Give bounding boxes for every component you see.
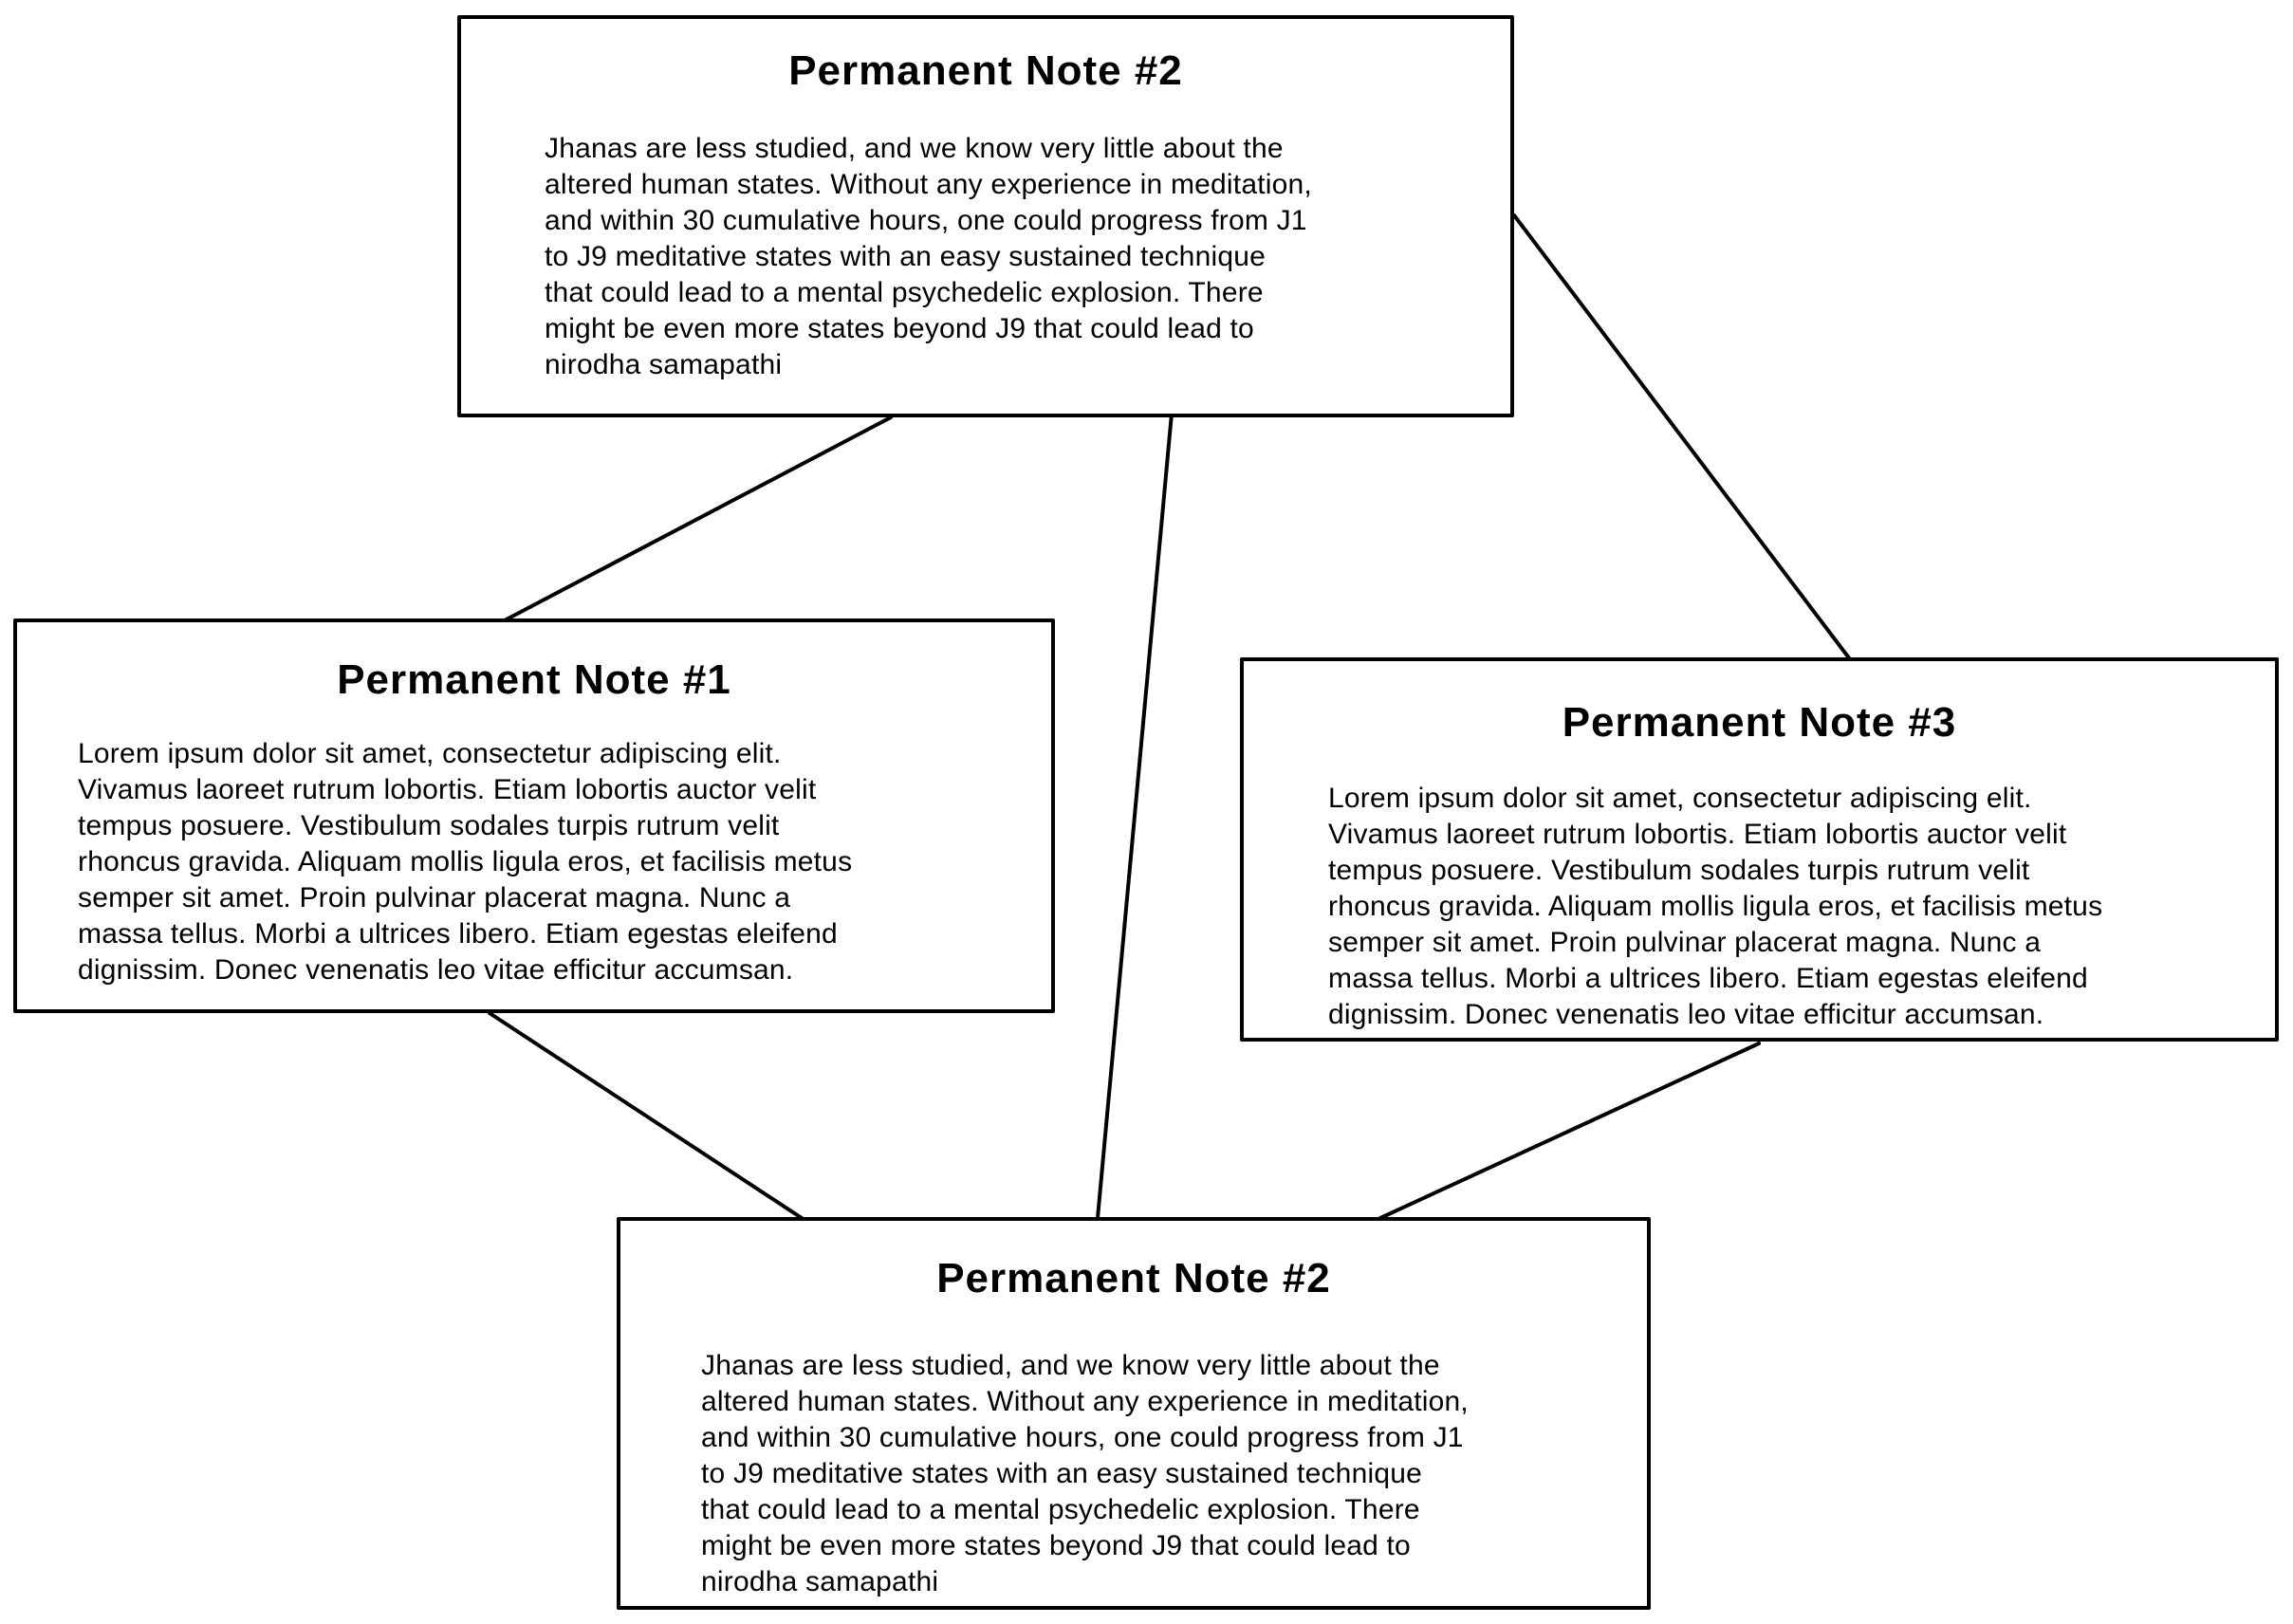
note-body: Jhanas are less studied, and we know ver… [701, 1350, 1469, 1597]
note-card-permanent-note-2-top[interactable]: Permanent Note #2 Jhanas are less studie… [457, 15, 1514, 417]
connector-note1-to-bottom-note2 [488, 1011, 804, 1220]
connector-top-note2-to-bottom-note2 [1096, 412, 1174, 1220]
note-title: Permanent Note #2 [788, 47, 1183, 94]
note-title: Permanent Note #1 [337, 656, 731, 703]
note-body: Lorem ipsum dolor sit amet, consectetur … [78, 738, 853, 986]
note-body: Lorem ipsum dolor sit amet, consectetur … [1328, 783, 2103, 1030]
note-body: Jhanas are less studied, and we know ver… [545, 133, 1312, 380]
connector-top-note2-to-note3 [1512, 213, 1852, 661]
connector-note3-to-bottom-note2 [1378, 1042, 1761, 1220]
connector-top-note2-to-note1 [501, 415, 893, 623]
note-card-permanent-note-2-bottom[interactable]: Permanent Note #2 Jhanas are less studie… [617, 1217, 1651, 1610]
note-title: Permanent Note #2 [936, 1255, 1331, 1301]
note-title: Permanent Note #3 [1562, 699, 1957, 746]
note-card-permanent-note-3[interactable]: Permanent Note #3 Lorem ipsum dolor sit … [1240, 657, 2279, 1042]
note-card-permanent-note-1[interactable]: Permanent Note #1 Lorem ipsum dolor sit … [13, 618, 1055, 1013]
